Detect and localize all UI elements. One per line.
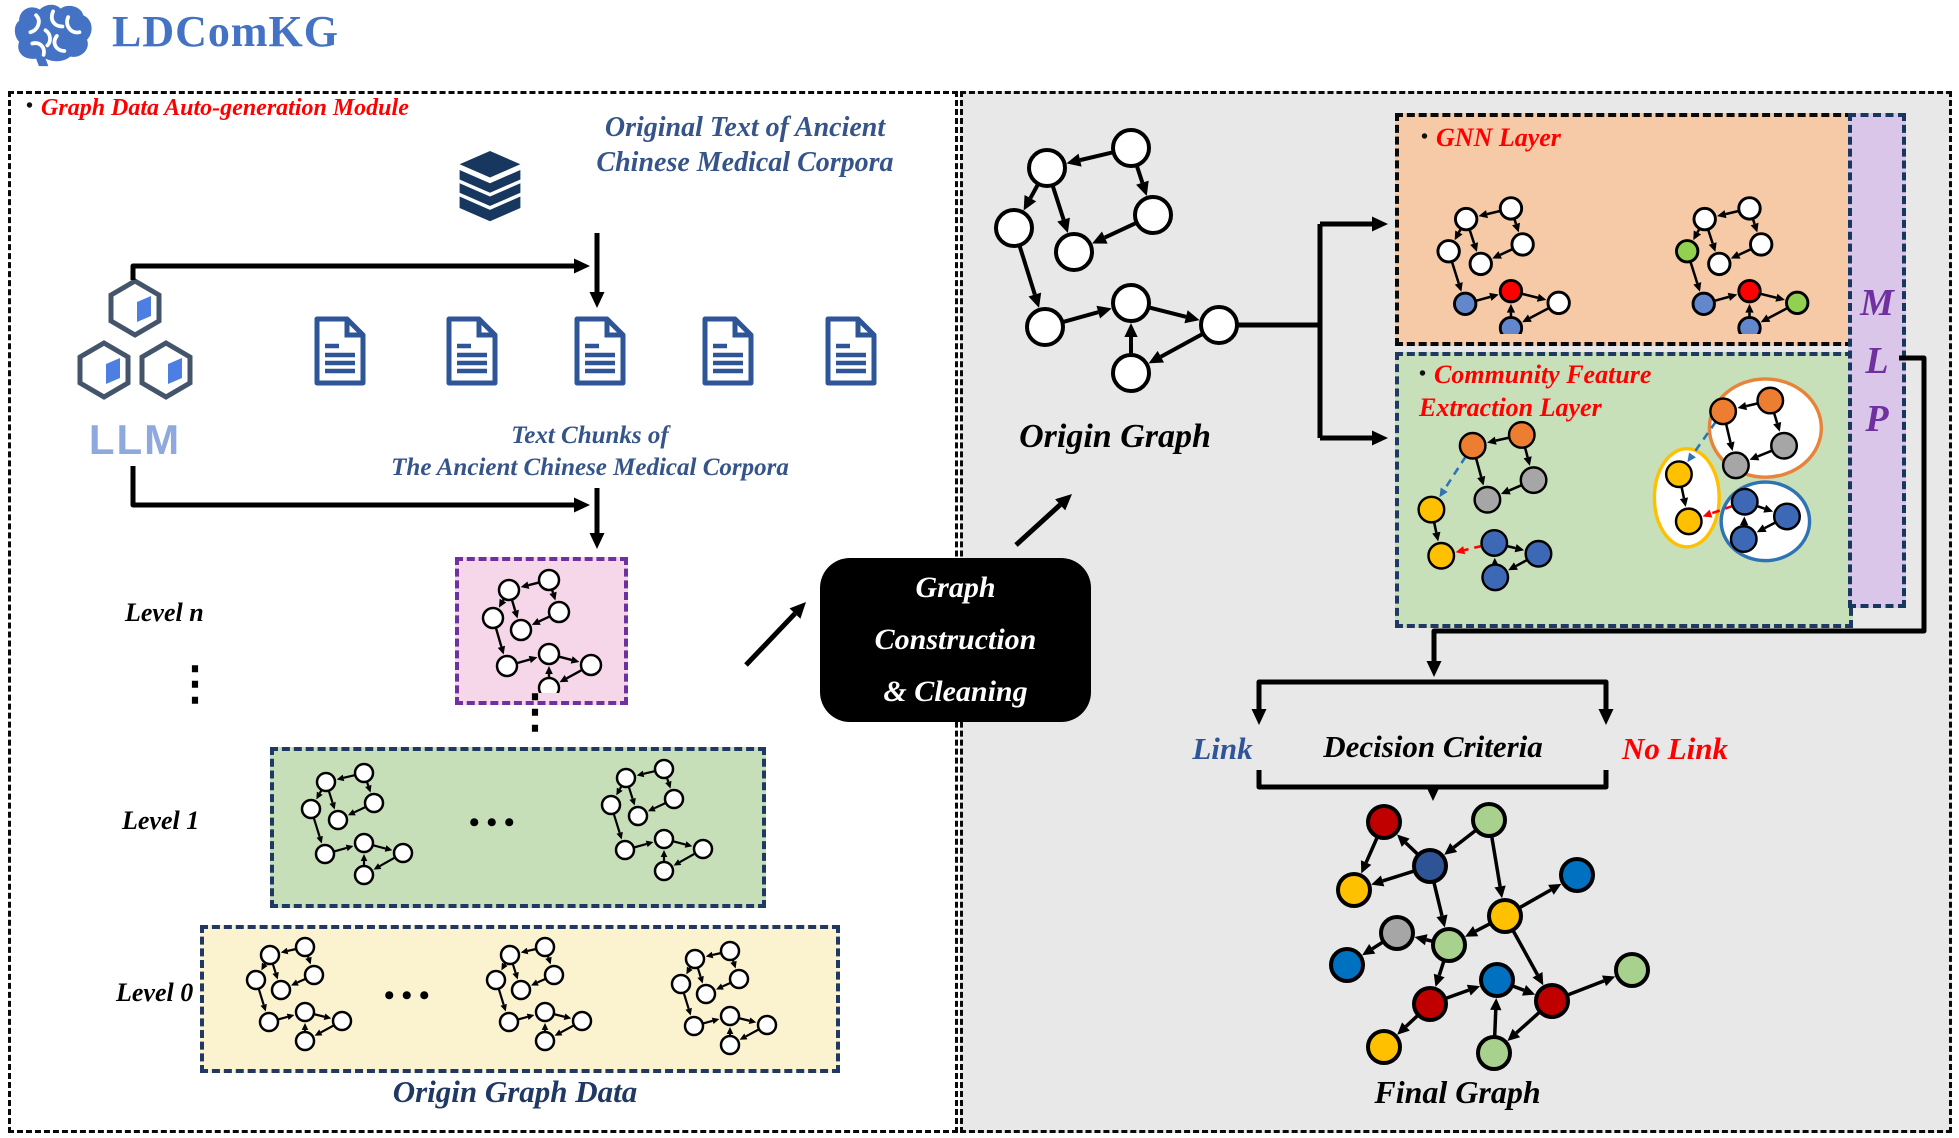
final-graph-label: Final Graph bbox=[1374, 1074, 1541, 1110]
community-layer-title-line1: •Community Feature bbox=[1419, 360, 1652, 389]
corpus-caption-line2: Chinese Medical Corpora bbox=[596, 147, 894, 178]
document-icon bbox=[574, 316, 626, 386]
level-n-graph bbox=[481, 568, 603, 693]
horizontal-ellipsis: ••• bbox=[384, 979, 437, 1012]
community-layer-box: •Community Feature Extraction Layer bbox=[1395, 352, 1853, 628]
level-n-graph-box bbox=[455, 557, 628, 705]
link-label: Link bbox=[1192, 731, 1253, 766]
module-title: •Graph Data Auto-generation Module bbox=[26, 95, 409, 121]
mlp-block: M L P bbox=[1848, 113, 1906, 608]
llm-icon bbox=[77, 278, 193, 400]
mlp-letter-p: P bbox=[1865, 397, 1889, 440]
document-icon bbox=[314, 316, 366, 386]
origin-graph bbox=[994, 128, 1239, 393]
gnn-graphs bbox=[1436, 196, 1810, 334]
document-icon bbox=[825, 316, 877, 386]
gnn-layer-box: •GNN Layer bbox=[1395, 113, 1853, 346]
construction-line1: Graph bbox=[915, 571, 996, 604]
brain-logo-icon bbox=[14, 4, 92, 67]
books-stack-icon bbox=[459, 150, 521, 222]
level-1-graph bbox=[300, 758, 714, 886]
graph-construction-box: Graph Construction & Cleaning bbox=[820, 558, 1091, 722]
horizontal-ellipsis: ••• bbox=[469, 806, 522, 839]
chunks-caption-line1: Text Chunks of bbox=[511, 422, 669, 449]
vertical-ellipsis: ⋮ bbox=[512, 686, 558, 737]
chunks-caption-line2: The Ancient Chinese Medical Corpora bbox=[391, 454, 789, 481]
llm-label: LLM bbox=[88, 416, 182, 463]
level-1-graph-box: ••• bbox=[270, 747, 766, 908]
final-graph bbox=[1329, 802, 1650, 1071]
gnn-layer-title: •GNN Layer bbox=[1421, 123, 1561, 152]
corpus-caption-line1: Original Text of Ancient bbox=[604, 112, 886, 143]
no-link-label: No Link bbox=[1622, 731, 1728, 766]
level-0-label: Level 0 bbox=[116, 978, 194, 1007]
mlp-letter-l: L bbox=[1865, 339, 1889, 382]
construction-line3: & Cleaning bbox=[883, 675, 1028, 708]
document-icon bbox=[446, 316, 498, 386]
mlp-letter-m: M bbox=[1860, 281, 1894, 324]
bullet-icon: • bbox=[1421, 126, 1429, 148]
chunks-caption: Text Chunks of The Ancient Chinese Medic… bbox=[260, 420, 920, 484]
bullet-icon: • bbox=[26, 95, 34, 117]
origin-graph-label: Origin Graph bbox=[1019, 418, 1211, 455]
app-logo-title: LDComKG bbox=[112, 7, 339, 56]
community-layer-title-line2: Extraction Layer bbox=[1419, 393, 1602, 422]
level-n-label: Level n bbox=[125, 598, 204, 627]
document-icon bbox=[702, 316, 754, 386]
level-0-graph bbox=[245, 936, 778, 1056]
bullet-icon: • bbox=[1419, 363, 1427, 385]
vertical-ellipsis: ⋮ bbox=[172, 658, 218, 709]
corpus-caption: Original Text of Ancient Chinese Medical… bbox=[535, 110, 955, 180]
level-0-graph-box: ••• bbox=[200, 925, 840, 1073]
origin-graph-data-label: Origin Graph Data bbox=[392, 1074, 638, 1109]
construction-line2: Construction bbox=[874, 623, 1037, 656]
level-1-label: Level 1 bbox=[122, 806, 200, 835]
decision-criteria-label: Decision Criteria bbox=[1323, 729, 1543, 764]
